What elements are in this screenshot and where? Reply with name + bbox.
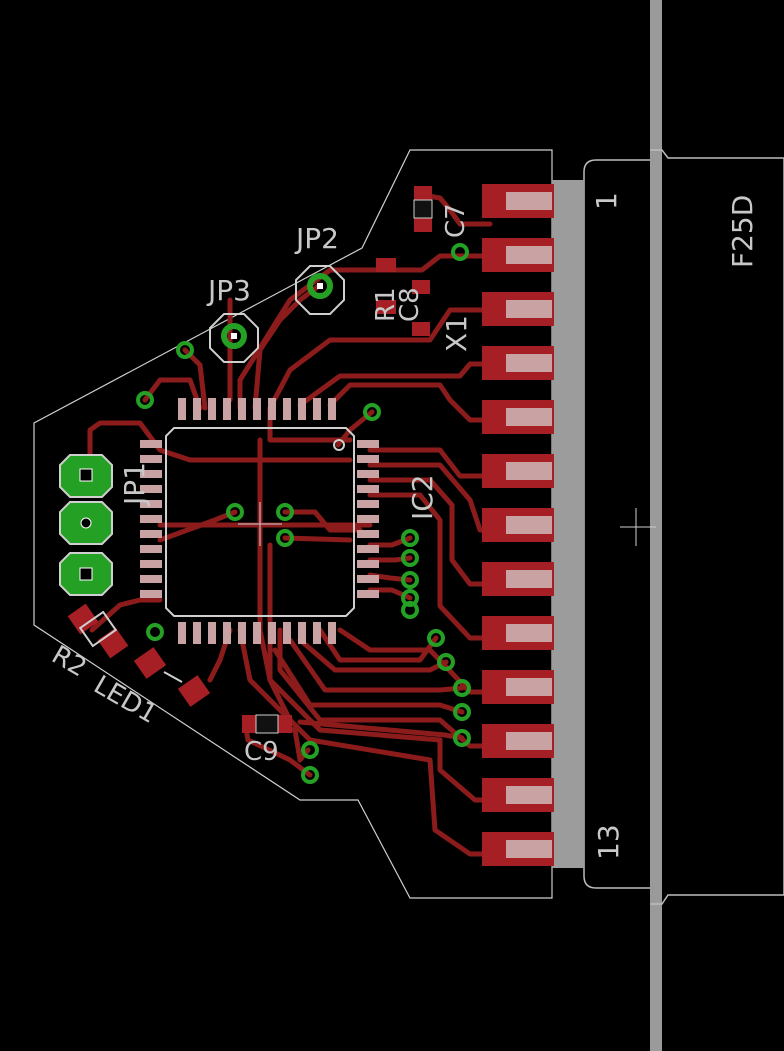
c7-capacitor (413, 186, 433, 232)
connector-label: F25D (726, 195, 759, 268)
r1-label: R1 (371, 287, 401, 322)
c8-capacitor (412, 280, 430, 336)
jp3-label: JP3 (206, 274, 251, 307)
vias (136, 243, 471, 784)
jp2-pad (295, 265, 345, 315)
connector-pin13-label: 13 (592, 824, 625, 860)
c8-label: C8 (395, 287, 425, 322)
jp1-label: JP1 (118, 462, 151, 507)
x1-label: X1 (440, 315, 473, 352)
r1-resistor (376, 258, 396, 314)
connector-pin1-label: 1 (590, 192, 623, 210)
ic2-package (140, 398, 379, 644)
db25-connector-outline (552, 0, 784, 1051)
c7-label: C7 (441, 203, 471, 238)
connector-pads (482, 184, 554, 866)
jp3-pad (209, 313, 259, 363)
ic2-label: IC2 (406, 474, 439, 520)
led1 (133, 647, 211, 707)
jp1-header (59, 454, 113, 596)
c9-label: C9 (244, 737, 279, 767)
r2-resistor (67, 603, 129, 659)
copper-traces (87, 193, 503, 857)
c9-capacitor (242, 714, 292, 734)
jp2-label: JP2 (294, 222, 339, 255)
